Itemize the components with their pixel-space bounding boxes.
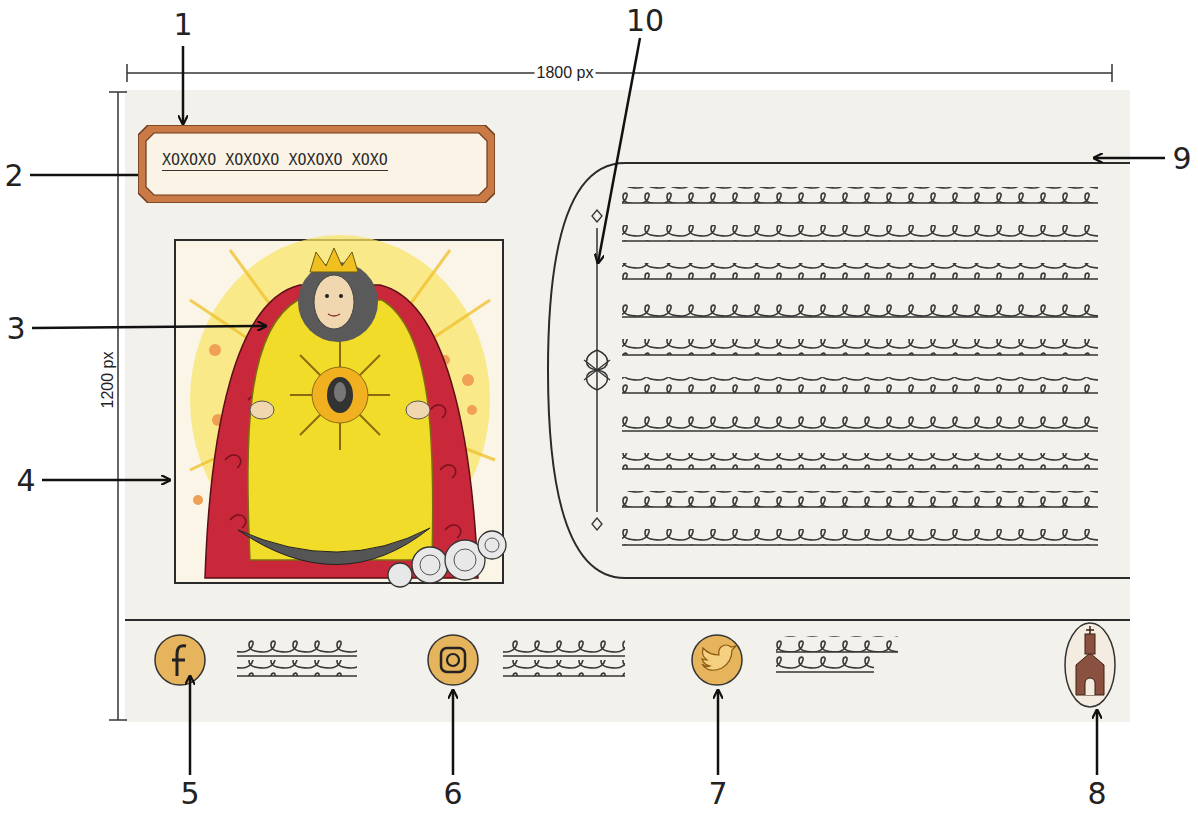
title-box: XOXOXO XOXOXO XOXOXO XOXO — [138, 125, 495, 203]
callout-number: 1 — [173, 7, 192, 42]
callout-arrows — [30, 38, 1165, 775]
paper — [125, 90, 1130, 722]
dimension-label: 1200 px — [99, 350, 117, 411]
callout-number: 3 — [6, 311, 25, 346]
illustration — [175, 235, 506, 587]
callout-number: 4 — [16, 463, 35, 498]
callout-number: 8 — [1087, 776, 1106, 811]
dimension-label: 1800 px — [535, 64, 596, 82]
callout-number: 2 — [4, 158, 23, 193]
callout-number: 9 — [1172, 141, 1191, 176]
callout-number: 6 — [443, 776, 462, 811]
callout-number: 5 — [180, 776, 199, 811]
callout-number: 10 — [626, 3, 664, 38]
callout-number: 7 — [708, 776, 727, 811]
footer — [125, 620, 1130, 707]
title-text: XOXOXO XOXOXO XOXOXO XOXO — [162, 151, 388, 171]
text-panel — [548, 163, 1130, 578]
